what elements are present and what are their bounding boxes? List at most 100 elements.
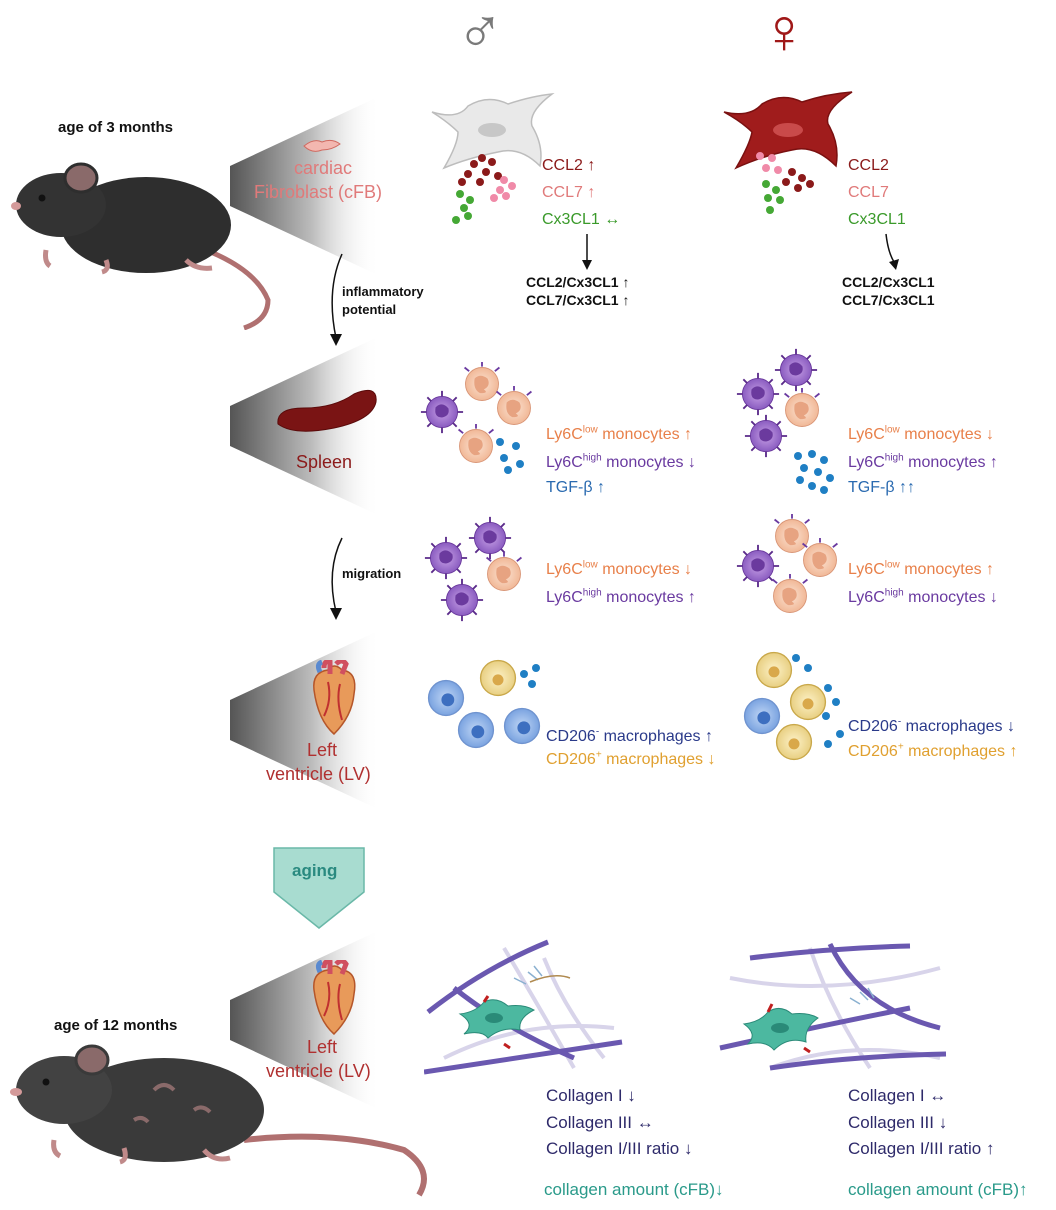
male-chemokine-dots (452, 154, 516, 224)
lv1-label-1: Left (307, 740, 338, 760)
female-cd206-pos: CD206+ macrophages ↑ (848, 742, 1018, 762)
ly6c-text: Ly6C (848, 426, 885, 443)
spleen-label: Spleen (296, 452, 353, 472)
ly6c-sup: high (582, 587, 602, 599)
ly6c-sup: low (884, 559, 900, 571)
female-symbol: ♀ (760, 0, 808, 67)
ly6c-text: Ly6C (546, 561, 583, 578)
ly6c-change: monocytes ↑ (597, 426, 693, 443)
funnel-cfb (230, 96, 380, 276)
inflammatory-label-1: inflammatory (342, 284, 424, 299)
male-migration-cells (424, 516, 523, 622)
male-ratio-arrow (582, 234, 592, 270)
ly6c-sup: low (582, 559, 598, 571)
cd206-change: macrophages ↑ (599, 728, 713, 745)
ly6c-text: Ly6C (848, 454, 885, 471)
cd206-text: CD206 (848, 743, 898, 760)
ly6c-change: monocytes ↓ (597, 561, 693, 578)
female-fibroblast-cell (723, 91, 853, 170)
cd206-change: macrophages ↓ (601, 751, 716, 768)
female-migration-ly6c-low: Ly6Clow monocytes ↑ (848, 560, 994, 580)
ly6c-change: monocytes ↓ (899, 426, 995, 443)
cd206-change: macrophages ↑ (903, 743, 1018, 760)
male-migration-ly6c-high: Ly6Chigh monocytes ↑ (546, 588, 696, 608)
ly6c-text: Ly6C (546, 589, 583, 606)
inflammatory-label-2: potential (342, 302, 397, 317)
male-ratio-ccl7: CCL7/Cx3CL1 ↑ (526, 292, 630, 308)
female-macrophage-cells (743, 651, 844, 761)
cd206-sup: + (897, 741, 904, 753)
inflammatory-arrow (330, 253, 343, 346)
ly6c-sup: low (582, 424, 598, 436)
ly6c-change: monocytes ↑ (899, 561, 995, 578)
female-migration-cells (736, 514, 839, 614)
male-migration-ly6c-low: Ly6Clow monocytes ↓ (546, 560, 692, 580)
ly6c-sup: high (582, 452, 602, 464)
age-old-label: age of 12 months (54, 1017, 178, 1034)
female-collagen-iii: Collagen III ↓ (848, 1113, 948, 1132)
fibroblast-icon (303, 139, 341, 152)
spleen-icon (277, 389, 377, 432)
male-macrophage-cells (427, 659, 541, 749)
female-ratio-arrow (885, 233, 899, 270)
male-spleen-ly6c-high: Ly6Chigh monocytes ↓ (546, 453, 696, 473)
male-cd206-pos: CD206+ macrophages ↓ (546, 750, 716, 770)
male-collagen-ratio: Collagen I/III ratio ↓ (546, 1139, 693, 1158)
aging-label: aging (292, 861, 338, 880)
ly6c-text: Ly6C (546, 426, 583, 443)
female-migration-ly6c-high: Ly6Chigh monocytes ↓ (848, 588, 998, 608)
cfb-label-2: Fibroblast (cFB) (254, 182, 383, 202)
cd206-sup: - (595, 726, 600, 738)
cd206-text: CD206 (546, 728, 596, 745)
ly6c-change: monocytes ↑ (601, 589, 696, 606)
ly6c-change: monocytes ↓ (903, 589, 998, 606)
cd206-sup: + (595, 749, 602, 761)
cd206-text: CD206 (546, 751, 596, 768)
male-tgf-dots (496, 438, 524, 474)
female-collagen-i: Collagen I ↔ (848, 1086, 947, 1105)
male-symbol: ♂ (456, 0, 504, 67)
ly6c-text: Ly6C (546, 454, 583, 471)
female-collagen-ratio: Collagen I/III ratio ↑ (848, 1139, 995, 1158)
ly6c-change: monocytes ↑ (903, 454, 998, 471)
ly6c-change: monocytes ↓ (601, 454, 696, 471)
female-spleen-ly6c-high: Ly6Chigh monocytes ↑ (848, 453, 998, 473)
young-mouse-image (11, 162, 271, 330)
male-collagen-matrix (424, 939, 623, 1075)
migration-arrow (330, 537, 343, 620)
female-spleen-ly6c-low: Ly6Clow monocytes ↓ (848, 425, 994, 445)
female-ratio-ccl7: CCL7/Cx3CL1 (842, 292, 935, 308)
male-spleen-ly6c-low: Ly6Clow monocytes ↑ (546, 425, 692, 445)
cd206-change: macrophages ↓ (901, 718, 1015, 735)
female-tgf-dots (794, 450, 834, 494)
male-collagen-i: Collagen I ↓ (546, 1086, 636, 1105)
female-ratio-ccl2: CCL2/Cx3CL1 (842, 274, 935, 290)
male-collagen-amount: collagen amount (cFB)↓ (544, 1180, 724, 1199)
female-collagen-amount: collagen amount (cFB)↑ (848, 1180, 1028, 1199)
ly6c-text: Ly6C (848, 561, 885, 578)
male-cx3cl1: Cx3CL1 ↔ (542, 211, 621, 228)
female-ccl7: CCL7 (848, 184, 889, 201)
cd206-sup: - (897, 716, 902, 728)
lv2-label-1: Left (307, 1037, 338, 1057)
aging-arrow-box (273, 847, 365, 929)
ly6c-sup: low (884, 424, 900, 436)
male-ccl2: CCL2 ↑ (542, 157, 596, 174)
heart-icon-2 (302, 960, 362, 1040)
male-spleen-tgf: TGF-β ↑ (546, 479, 605, 496)
female-cx3cl1: Cx3CL1 (848, 211, 906, 228)
cd206-text: CD206 (848, 718, 898, 735)
old-mouse-image (10, 1044, 427, 1197)
male-fibroblast-cell (431, 92, 555, 170)
age-young-label: age of 3 months (58, 119, 174, 136)
heart-icon-1 (302, 660, 362, 740)
male-ratio-ccl2: CCL2/Cx3CL1 ↑ (526, 274, 630, 290)
female-ccl2: CCL2 (848, 157, 889, 174)
female-chemokine-dots (756, 152, 814, 214)
female-collagen-matrix (719, 942, 947, 1071)
ly6c-sup: high (884, 587, 904, 599)
ly6c-text: Ly6C (848, 589, 885, 606)
male-ccl7: CCL7 ↑ (542, 184, 596, 201)
female-cd206-neg: CD206- macrophages ↓ (848, 717, 1015, 737)
migration-label: migration (342, 566, 402, 581)
